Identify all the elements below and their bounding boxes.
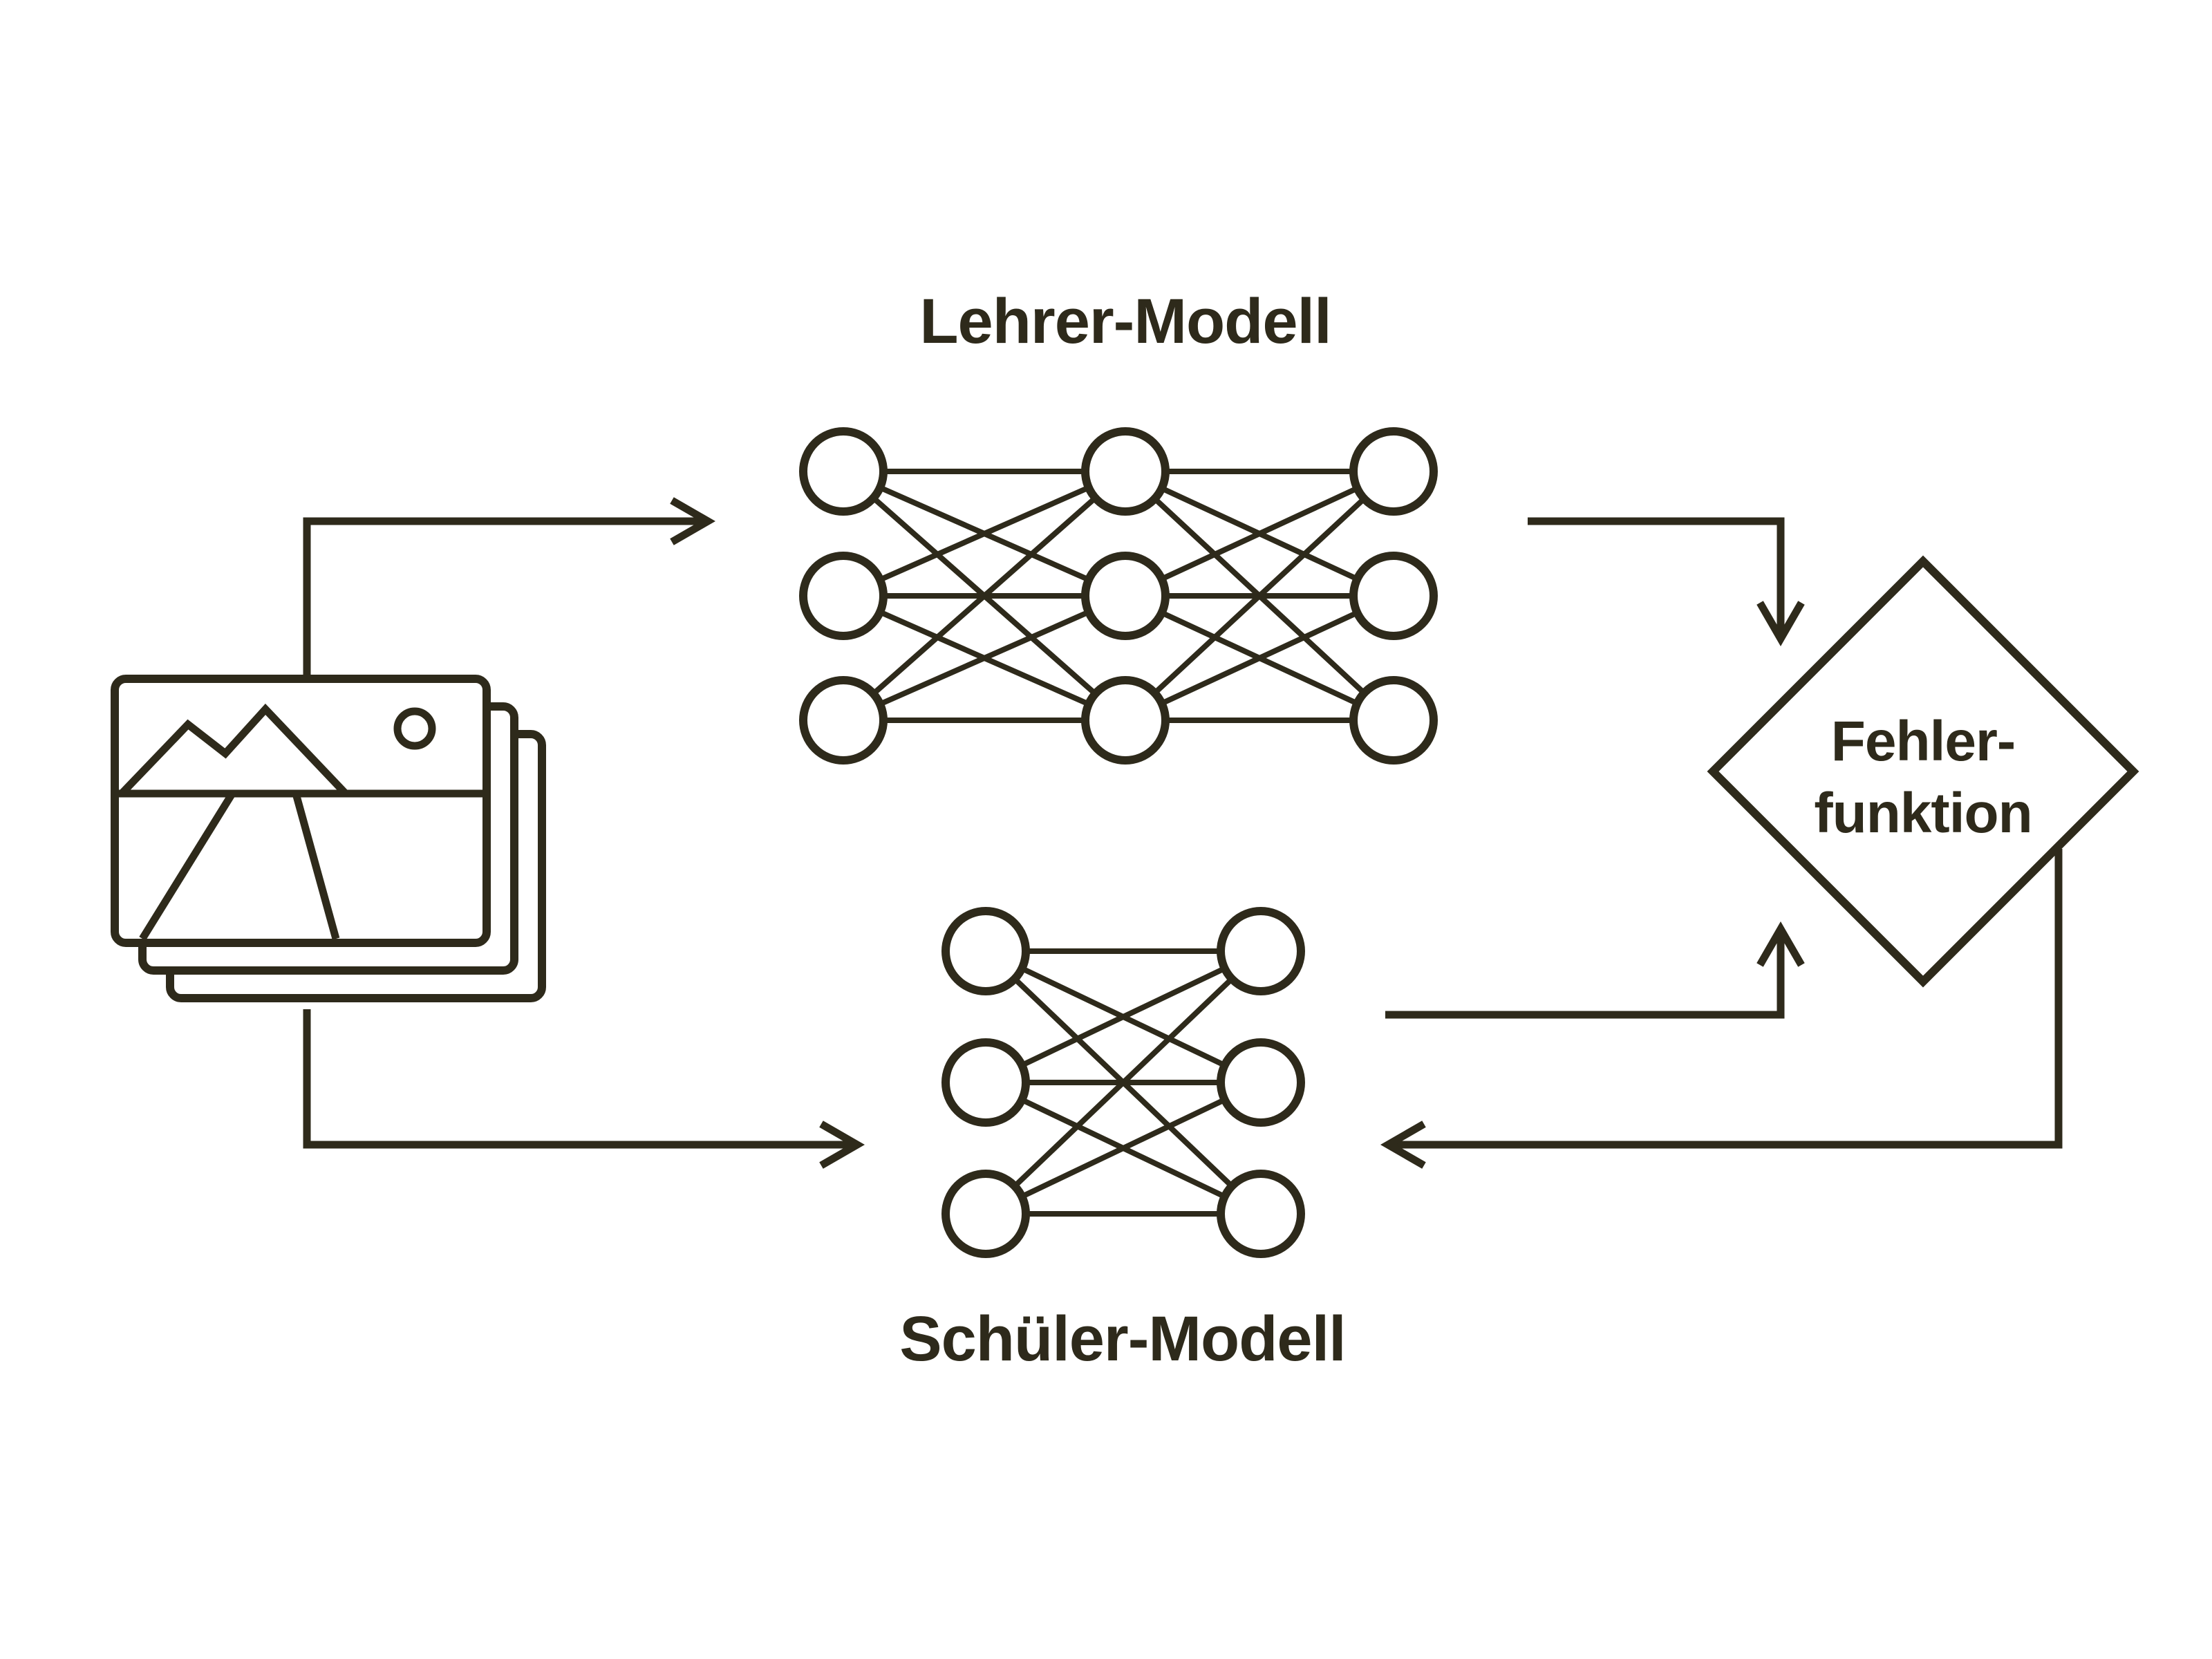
synapse-line	[984, 1080, 1262, 1217]
sun-icon	[393, 707, 436, 750]
road-line-right	[292, 792, 340, 940]
synapse-line	[1123, 469, 1396, 722]
synapse-line	[842, 469, 1127, 599]
neuron-node	[1349, 427, 1438, 516]
error-function-label-line2: funktion	[1814, 782, 2032, 845]
error-function-label-line1: Fehler-	[1831, 710, 2015, 773]
synapse-line	[1124, 469, 1395, 599]
neuron-node	[799, 676, 888, 765]
neuron-node	[799, 427, 888, 516]
arrow-student-to-loss	[1385, 921, 1805, 1019]
neuron-node	[1081, 427, 1170, 516]
arrow-input-to-teacher	[303, 497, 716, 679]
neuron-node	[1081, 552, 1170, 640]
neuron-node	[941, 1170, 1030, 1258]
neuron-node	[1217, 1038, 1305, 1127]
neuron-node	[799, 552, 888, 640]
teacher-model-title: Lehrer-Modell	[919, 286, 1331, 357]
error-function-node: Fehler- funktion	[1707, 555, 2139, 988]
neuron-node	[1217, 907, 1305, 995]
road-line-left	[139, 791, 236, 941]
student-network	[941, 907, 1305, 1258]
arrow-teacher-to-loss	[1528, 517, 1805, 647]
neuron-node	[1349, 552, 1438, 640]
teacher-network	[799, 427, 1438, 765]
neuron-node	[941, 907, 1030, 995]
synapse-line	[1124, 593, 1395, 723]
image-stack-icon	[111, 675, 546, 1002]
mountain-icon	[119, 703, 348, 796]
synapse-line	[841, 469, 1127, 722]
neuron-node	[1081, 676, 1170, 765]
neuron-node	[941, 1038, 1030, 1127]
synapse-line	[842, 593, 1127, 723]
arrow-input-to-student	[303, 1009, 865, 1169]
synapse-line	[984, 948, 1262, 1085]
neuron-node	[1349, 676, 1438, 765]
student-model-title: Schüler-Modell	[899, 1304, 1345, 1374]
synapse-line	[984, 949, 1263, 1216]
neuron-node	[1217, 1170, 1305, 1258]
arrow-loss-to-student-feedback	[1380, 849, 2063, 1169]
diamond-shape	[1707, 555, 2139, 988]
